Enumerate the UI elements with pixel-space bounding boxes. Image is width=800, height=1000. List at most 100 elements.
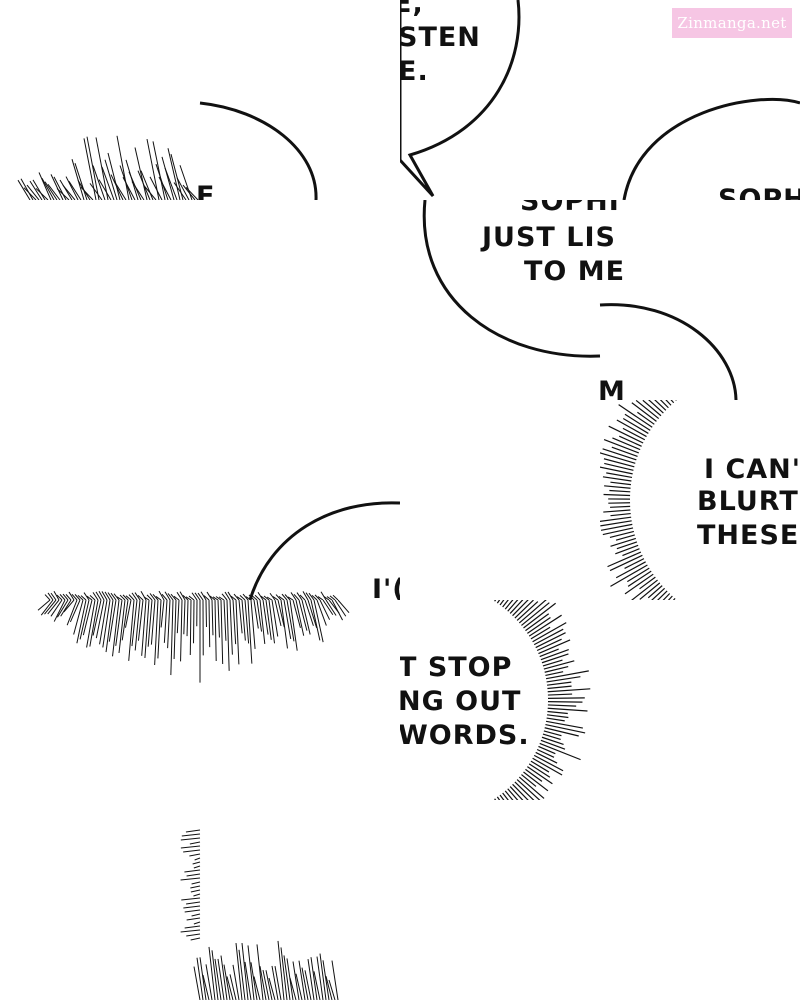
- speed-line: [47, 592, 54, 600]
- speed-line: [118, 600, 126, 654]
- speed-line: [154, 600, 159, 666]
- speed-line: [65, 176, 79, 200]
- speed-line: [627, 570, 652, 587]
- speed-line: [180, 929, 201, 933]
- speed-line: [547, 697, 585, 699]
- speed-line: [609, 489, 631, 493]
- speed-line: [540, 648, 569, 661]
- speed-line: [624, 413, 651, 431]
- speed-line: [194, 857, 201, 861]
- speed-line: [669, 371, 685, 394]
- speed-line: [647, 585, 663, 599]
- speed-line: [543, 660, 575, 670]
- speed-line: [612, 437, 641, 451]
- speed-line: [271, 600, 279, 637]
- speed-line: [329, 595, 336, 600]
- speed-line: [245, 596, 252, 600]
- speed-line: [214, 600, 217, 662]
- bubble-text: NG OUT: [398, 686, 521, 717]
- speed-line: [521, 602, 550, 626]
- speed-line: [308, 592, 315, 600]
- speed-line: [606, 472, 633, 479]
- speed-line: [545, 671, 564, 677]
- speed-line: [507, 600, 519, 612]
- speed-line: [107, 592, 114, 600]
- speed-line: [253, 600, 259, 629]
- speed-line: [494, 798, 497, 800]
- speed-line: [317, 596, 324, 600]
- speed-line: [152, 594, 159, 600]
- speed-line: [147, 600, 153, 647]
- speed-line: [603, 493, 631, 497]
- speed-line: [609, 530, 635, 539]
- speed-line: [284, 594, 291, 600]
- watermark-text: Zinmanga.net: [677, 14, 787, 32]
- speed-line: [170, 593, 177, 600]
- speed-line: [137, 595, 144, 600]
- speed-line: [527, 766, 553, 785]
- speed-line: [659, 400, 669, 409]
- speed-line: [331, 600, 344, 621]
- speed-line: [226, 976, 234, 1000]
- speed-line: [185, 829, 201, 833]
- speed-line: [229, 600, 233, 655]
- speed-line: [281, 593, 288, 600]
- speed-line: [131, 181, 145, 200]
- speed-line: [532, 622, 567, 643]
- speed-line: [211, 950, 219, 1000]
- panel-sophie: SOPHI JUST LIS TO ME M: [422, 200, 738, 400]
- speed-line: [113, 180, 127, 200]
- speed-line: [602, 476, 632, 482]
- speed-line: [82, 600, 93, 636]
- speed-line: [205, 964, 213, 1000]
- speed-line: [20, 178, 34, 200]
- speed-line: [71, 593, 78, 600]
- speed-line: [319, 600, 331, 620]
- speed-line: [244, 600, 250, 644]
- speed-line: [190, 889, 201, 893]
- speed-line: [202, 974, 210, 1000]
- speed-line: [546, 676, 581, 683]
- speed-line: [241, 600, 246, 641]
- speed-line: [124, 600, 132, 628]
- speed-lines: [44, 590, 339, 600]
- speed-line: [313, 600, 324, 643]
- speed-line: [337, 600, 350, 614]
- speed-line: [509, 600, 524, 614]
- speed-line: [254, 594, 261, 600]
- speed-line: [607, 551, 642, 568]
- speed-line: [547, 707, 588, 712]
- speed-line: [320, 591, 327, 600]
- speed-line: [316, 600, 327, 626]
- speed-line: [192, 861, 201, 865]
- speed-line: [122, 176, 136, 200]
- bubble-text: I CAN'T: [704, 454, 800, 485]
- speed-line: [292, 600, 301, 629]
- speed-line: [80, 186, 94, 200]
- speed-line: [238, 949, 246, 1000]
- speed-line: [507, 788, 519, 800]
- speed-line: [334, 600, 347, 617]
- speech-bubble-outline: [199, 101, 318, 200]
- speed-line: [610, 505, 631, 508]
- speed-line: [328, 979, 336, 1000]
- speed-line: [155, 596, 162, 600]
- speed-line: [695, 353, 708, 381]
- speed-line: [535, 632, 566, 649]
- speed-line: [157, 600, 162, 659]
- speed-line: [247, 945, 255, 1000]
- speed-line: [546, 681, 572, 686]
- speed-line: [50, 174, 64, 200]
- speed-line: [642, 400, 662, 417]
- speed-line: [196, 957, 204, 1000]
- speed-line: [53, 591, 60, 600]
- speed-line: [514, 600, 534, 619]
- speed-line: [541, 736, 564, 745]
- speed-line: [523, 602, 556, 629]
- speed-line: [289, 600, 298, 651]
- speed-line: [238, 600, 243, 634]
- speed-line: [104, 591, 111, 600]
- speed-line: [695, 619, 708, 650]
- speed-line: [277, 940, 285, 1000]
- speed-line: [326, 596, 333, 600]
